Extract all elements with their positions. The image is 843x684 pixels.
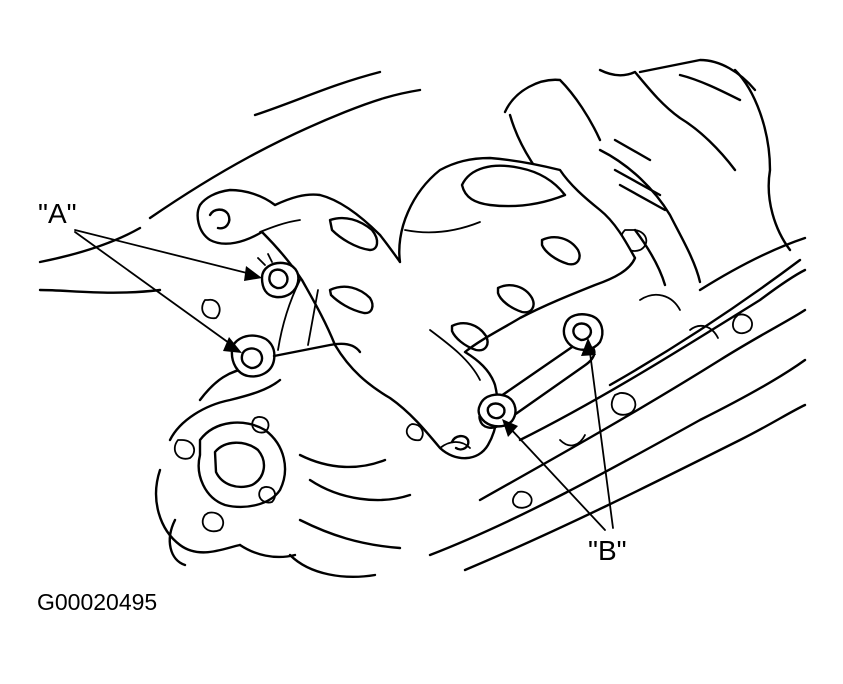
figure-code: G00020495 bbox=[37, 589, 158, 615]
bolt-a-upper bbox=[257, 253, 300, 299]
arrowhead-a-upper bbox=[244, 266, 262, 281]
bolt-b-lower bbox=[477, 393, 517, 428]
arrowhead-b-lower bbox=[502, 419, 518, 437]
arrowhead-a-lower bbox=[223, 337, 242, 353]
engine-bracket bbox=[196, 156, 637, 460]
lower-rails bbox=[428, 236, 807, 572]
engine-block-outline bbox=[38, 58, 792, 294]
bolt-a-lower bbox=[230, 334, 362, 378]
arrowhead-b-right bbox=[581, 338, 596, 356]
leader-lines-b bbox=[502, 338, 614, 531]
leader-lines-a bbox=[74, 229, 262, 353]
callout-label-b: "B" bbox=[588, 535, 627, 566]
bolt-b-right bbox=[562, 313, 604, 351]
callout-label-a: "A" bbox=[38, 198, 77, 229]
manifold-outline bbox=[154, 298, 424, 578]
